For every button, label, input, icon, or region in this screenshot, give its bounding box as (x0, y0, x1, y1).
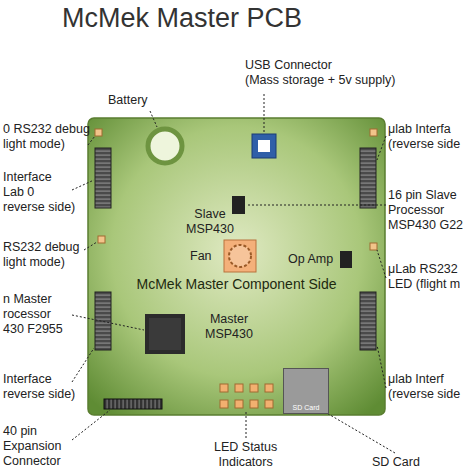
part-label: Interface reverse side) (3, 372, 75, 402)
part-label: SD Card (372, 455, 420, 470)
part-label: n Master rocessor 430 F2955 (3, 292, 63, 337)
part-label: μLab RS232 LED (flight m (388, 262, 460, 292)
part-label: RS232 debug light mode) (3, 240, 79, 270)
sd-card-slot: SD Card (283, 368, 329, 414)
part-label: 40 pin Expansion Connector (3, 424, 61, 469)
part-label: 0 RS232 debug light mode) (3, 122, 90, 152)
part-label: Master MSP430 (205, 312, 253, 342)
part-label: Fan (190, 249, 212, 264)
pcb-board (88, 118, 385, 415)
part-label: Op Amp (288, 252, 333, 267)
node-text: SD Card (293, 403, 320, 412)
part-label: USB Connector (Mass storage + 5v supply) (245, 58, 395, 88)
part-label: Slave MSP430 (186, 207, 234, 237)
pcb-board: McMek Master Component Side SD Card (88, 118, 385, 415)
part-label: Battery (108, 93, 148, 108)
part-label: LED Status Indicators (214, 440, 277, 470)
part-label: Interface Lab 0 reverse side) (3, 170, 75, 215)
part-label: μlab Interf (reverse side (388, 372, 460, 402)
part-label: 16 pin Slave Processor MSP430 G22 (388, 188, 463, 233)
part-label: μlab Interfa (reverse side (388, 122, 460, 152)
diagram-title: McMek Master PCB (62, 2, 302, 34)
node-text: McMek Master Component Side (137, 276, 337, 292)
